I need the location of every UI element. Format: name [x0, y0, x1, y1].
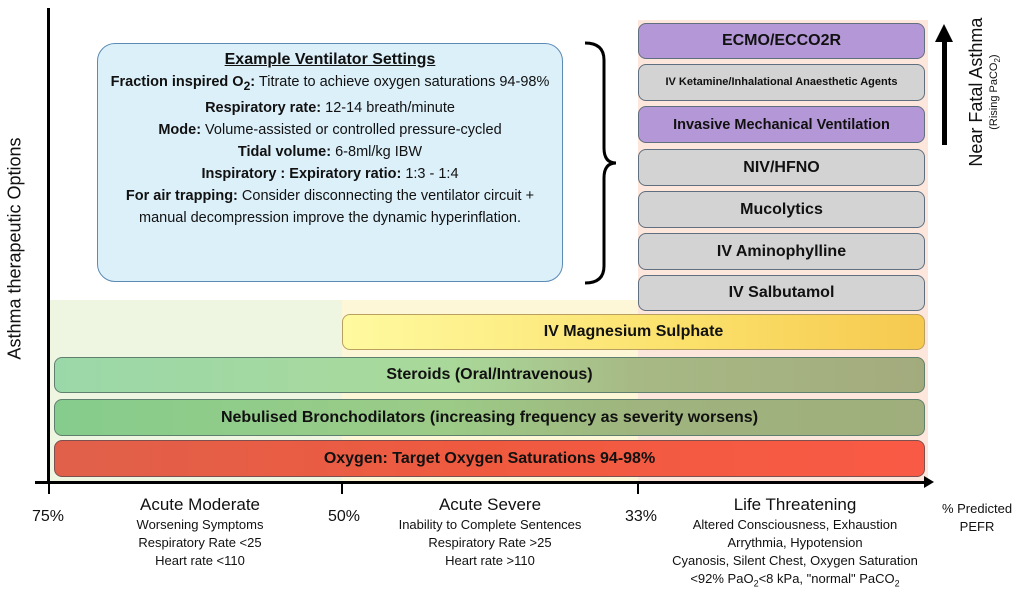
category-life-threatening: Life Threatening Altered Consciousness, … — [650, 494, 940, 593]
category-line: Respiratory Rate >25 — [428, 535, 552, 550]
category-line: Worsening Symptoms — [136, 517, 264, 532]
air-label: For air trapping: — [125, 187, 238, 204]
tick-label-33: 33% — [625, 508, 658, 525]
tv-text: 6-8ml/kg IBW — [331, 143, 423, 160]
near-fatal-arrow-icon — [942, 40, 947, 145]
category-title: Acute Moderate — [139, 495, 260, 514]
category-line: Altered Consciousness, Exhaustion — [692, 517, 898, 532]
stack-ecmo: ECMO/ECCO2R — [638, 23, 925, 59]
y-axis — [47, 8, 50, 484]
tick-75 — [48, 482, 50, 494]
category-line: Cyanosis, Silent Chest, Oxygen Saturatio… — [672, 553, 918, 568]
tick-50 — [341, 482, 343, 494]
mode-text: Volume-assisted or controlled pressure-c… — [201, 121, 502, 138]
category-line-a: <92% PaO — [690, 571, 754, 586]
category-line: <92% PaO2<8 kPa, "normal" PaCO2 — [650, 570, 940, 593]
category-line: Inability to Complete Sentences — [398, 517, 582, 532]
bar-oxygen: Oxygen: Target Oxygen Saturations 94-98% — [54, 440, 925, 477]
rr-text: 12-14 breath/minute — [321, 99, 455, 116]
category-line: Respiratory Rate <25 — [138, 535, 262, 550]
category-line: Heart rate <110 — [155, 553, 245, 568]
y-axis-label: Asthma therapeutic Options — [4, 137, 25, 360]
stack-aminophylline: IV Aminophylline — [638, 233, 925, 270]
pao2-sub: 2 — [753, 578, 759, 589]
ie-label: Inspiratory : Expiratory ratio: — [201, 165, 402, 182]
bar-magnesium: IV Magnesium Sulphate — [342, 314, 925, 350]
category-moderate: Acute Moderate Worsening Symptoms Respir… — [100, 494, 300, 570]
category-title: Life Threatening — [733, 495, 857, 514]
fio2-label: Fraction inspired O — [110, 74, 244, 90]
air-text: Consider disconnecting the ventilator ci… — [138, 187, 535, 226]
near-fatal-title: Near Fatal Asthma — [965, 17, 986, 167]
ventilator-settings-box: Example Ventilator Settings Fraction ins… — [97, 43, 563, 282]
fio2-text: Titrate to achieve oxygen saturations 94… — [255, 74, 550, 90]
category-title: Acute Severe — [438, 495, 542, 514]
ventilator-title-text: Example Ventilator Settings — [224, 51, 436, 68]
ie-text: 1:3 - 1:4 — [401, 165, 459, 182]
bracket-icon — [584, 41, 617, 285]
near-fatal-sub: (Rising PaCO2) — [987, 0, 1005, 187]
ie-setting: Inspiratory : Expiratory ratio: 1:3 - 1:… — [108, 163, 552, 185]
stack-salbutamol: IV Salbutamol — [638, 275, 925, 311]
tv-setting: Tidal volume: 6-8ml/kg IBW — [108, 141, 552, 163]
x-axis-label-text: % Predicted PEFR — [941, 501, 1013, 534]
tick-label-50: 50% — [328, 508, 361, 525]
bar-steroids: Steroids (Oral/Intravenous) — [54, 357, 925, 393]
tick-label-75: 75% — [32, 508, 65, 525]
category-line: Arrythmia, Hypotension — [727, 535, 863, 550]
paco2-sub: 2 — [894, 578, 900, 589]
rr-label: Respiratory rate: — [205, 99, 322, 116]
near-fatal-sub-a: (Rising PaCO — [987, 62, 1000, 130]
bar-nebulised: Nebulised Bronchodilators (increasing fr… — [54, 399, 925, 436]
air-trapping-setting: For air trapping: Consider disconnecting… — [108, 185, 552, 229]
stack-niv-hfno: NIV/HFNO — [638, 149, 925, 186]
x-axis — [35, 481, 925, 484]
mode-label: Mode: — [158, 121, 202, 138]
tick-33 — [637, 482, 639, 494]
fio2-setting: Fraction inspired O2: Titrate to achieve… — [108, 71, 552, 97]
mode-setting: Mode: Volume-assisted or controlled pres… — [108, 119, 552, 141]
near-fatal-arrowhead-icon — [935, 24, 953, 42]
tv-label: Tidal volume: — [237, 143, 332, 160]
fio2-sub: 2 — [243, 78, 251, 93]
x-axis-label: % Predicted PEFR — [930, 500, 1024, 536]
stack-invasive-ventilation: Invasive Mechanical Ventilation — [638, 106, 925, 143]
near-fatal-sub-b: ) — [987, 54, 1000, 59]
category-line: Heart rate >110 — [445, 553, 535, 568]
near-fatal-label: Near Fatal Asthma (Rising PaCO2) — [965, 0, 1005, 187]
category-line-b: <8 kPa, "normal" PaCO — [758, 571, 895, 586]
near-fatal-sub-2: 2 — [993, 58, 1003, 63]
category-severe: Acute Severe Inability to Complete Sente… — [370, 494, 610, 570]
x-axis-arrow-icon — [924, 476, 934, 488]
fio2-colon: : — [250, 74, 256, 90]
stack-ketamine: IV Ketamine/Inhalational Anaesthetic Age… — [638, 64, 925, 101]
stack-mucolytics: Mucolytics — [638, 191, 925, 228]
ventilator-title: Example Ventilator Settings — [108, 49, 552, 71]
rr-setting: Respiratory rate: 12-14 breath/minute — [108, 97, 552, 119]
